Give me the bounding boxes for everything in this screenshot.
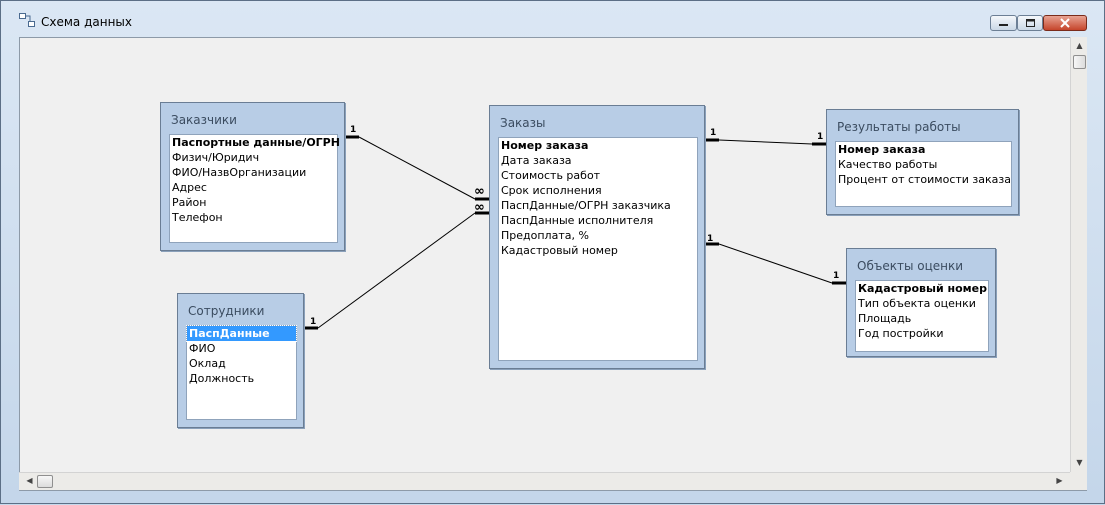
field-list[interactable]: Номер заказа Дата заказа Стоимость работ… (498, 137, 698, 361)
relationship-employees-orders[interactable]: 1 ∞ (304, 200, 489, 330)
field-item[interactable]: Площадь (858, 312, 912, 325)
field-list[interactable]: Кадастровый номер Тип объекта оценки Пло… (855, 280, 989, 352)
minimize-button[interactable] (990, 15, 1017, 31)
table-customers[interactable]: Заказчики Паспортные данные/ОГРН Физич/Ю… (160, 102, 345, 251)
field-item[interactable]: ФИО/НазвОрганизации (172, 166, 307, 179)
field-item[interactable]: Год постройки (858, 327, 944, 340)
field-item[interactable]: Оклад (189, 357, 226, 370)
field-item[interactable]: Срок исполнения (501, 184, 602, 197)
table-orders[interactable]: Заказы Номер заказа Дата заказа Стоимост… (489, 105, 705, 369)
table-title: Результаты работы (837, 120, 961, 134)
relation-one-label: 1 (833, 271, 839, 281)
horizontal-scrollbar[interactable]: ◀ ▶ (19, 472, 1070, 490)
field-item[interactable]: ПаспДанные (186, 325, 297, 342)
field-item[interactable]: Физич/Юридич (172, 151, 260, 164)
field-item[interactable]: Дата заказа (501, 154, 572, 167)
table-title: Сотрудники (188, 304, 265, 318)
scroll-up-icon[interactable]: ▲ (1076, 41, 1083, 50)
scrollbar-corner (1070, 472, 1087, 490)
scroll-left-icon[interactable]: ◀ (26, 476, 33, 485)
table-objects[interactable]: Объекты оценки Кадастровый номер Тип объ… (846, 248, 996, 357)
field-item[interactable]: Номер заказа (838, 143, 926, 156)
restore-icon (1026, 19, 1035, 27)
field-list[interactable]: Номер заказа Качество работы Процент от … (835, 141, 1012, 207)
field-item[interactable]: ФИО (189, 342, 216, 355)
vertical-scroll-thumb[interactable] (1073, 55, 1086, 69)
field-item[interactable]: Процент от стоимости заказа (838, 173, 1011, 186)
relation-one-label: 1 (350, 125, 356, 135)
field-item[interactable]: ПаспДанные исполнителя (501, 214, 654, 227)
field-item[interactable]: Телефон (172, 211, 223, 224)
field-item[interactable]: Качество работы (838, 158, 938, 171)
field-list[interactable]: Паспортные данные/ОГРН Физич/Юридич ФИО/… (169, 134, 340, 243)
table-employees[interactable]: Сотрудники ПаспДанные ФИО Оклад Должност… (177, 293, 304, 428)
field-item[interactable]: Предоплата, % (501, 229, 589, 242)
scroll-right-icon[interactable]: ▶ (1056, 476, 1063, 485)
field-item[interactable]: Кадастровый номер (858, 282, 987, 295)
window-title: Схема данных (41, 15, 133, 29)
table-title: Объекты оценки (857, 259, 964, 273)
close-icon (1060, 18, 1070, 28)
vertical-scrollbar[interactable]: ▲ ▼ (1070, 37, 1087, 472)
relation-one-label: 1 (817, 132, 823, 142)
close-button[interactable] (1043, 15, 1087, 31)
minimize-icon (999, 24, 1008, 26)
relationships-icon (19, 13, 35, 27)
horizontal-scroll-thumb[interactable] (37, 475, 53, 488)
field-item[interactable]: Район (172, 196, 207, 209)
relation-one-label: 1 (310, 317, 316, 327)
title-bar[interactable]: Схема данных (1, 1, 1104, 31)
relationship-orders-results[interactable]: 1 1 (705, 128, 826, 146)
field-item[interactable]: Должность (189, 372, 255, 385)
scroll-down-icon[interactable]: ▼ (1076, 458, 1083, 467)
relationship-orders-objects[interactable]: 1 1 (705, 234, 846, 285)
table-title: Заказчики (171, 113, 237, 127)
table-results[interactable]: Результаты работы Номер заказа Качество … (826, 109, 1019, 215)
relationship-customers-orders[interactable]: 1 ∞ (346, 125, 489, 201)
table-title: Заказы (500, 116, 546, 130)
relation-many-label: ∞ (474, 200, 485, 215)
field-item[interactable]: Паспортные данные/ОГРН (172, 136, 340, 149)
field-list[interactable]: ПаспДанные ФИО Оклад Должность (186, 325, 297, 420)
field-item[interactable]: Тип объекта оценки (858, 297, 976, 310)
relation-one-label: 1 (710, 128, 716, 138)
field-item[interactable]: Номер заказа (501, 139, 589, 152)
field-item[interactable]: Адрес (172, 181, 207, 194)
relation-many-label: ∞ (474, 184, 485, 199)
restore-button[interactable] (1017, 15, 1043, 31)
field-item[interactable]: Кадастровый номер (501, 244, 618, 257)
field-item[interactable]: Стоимость работ (501, 169, 601, 182)
relation-one-label: 1 (707, 234, 713, 244)
field-item[interactable]: ПаспДанные/ОГРН заказчика (501, 199, 671, 212)
